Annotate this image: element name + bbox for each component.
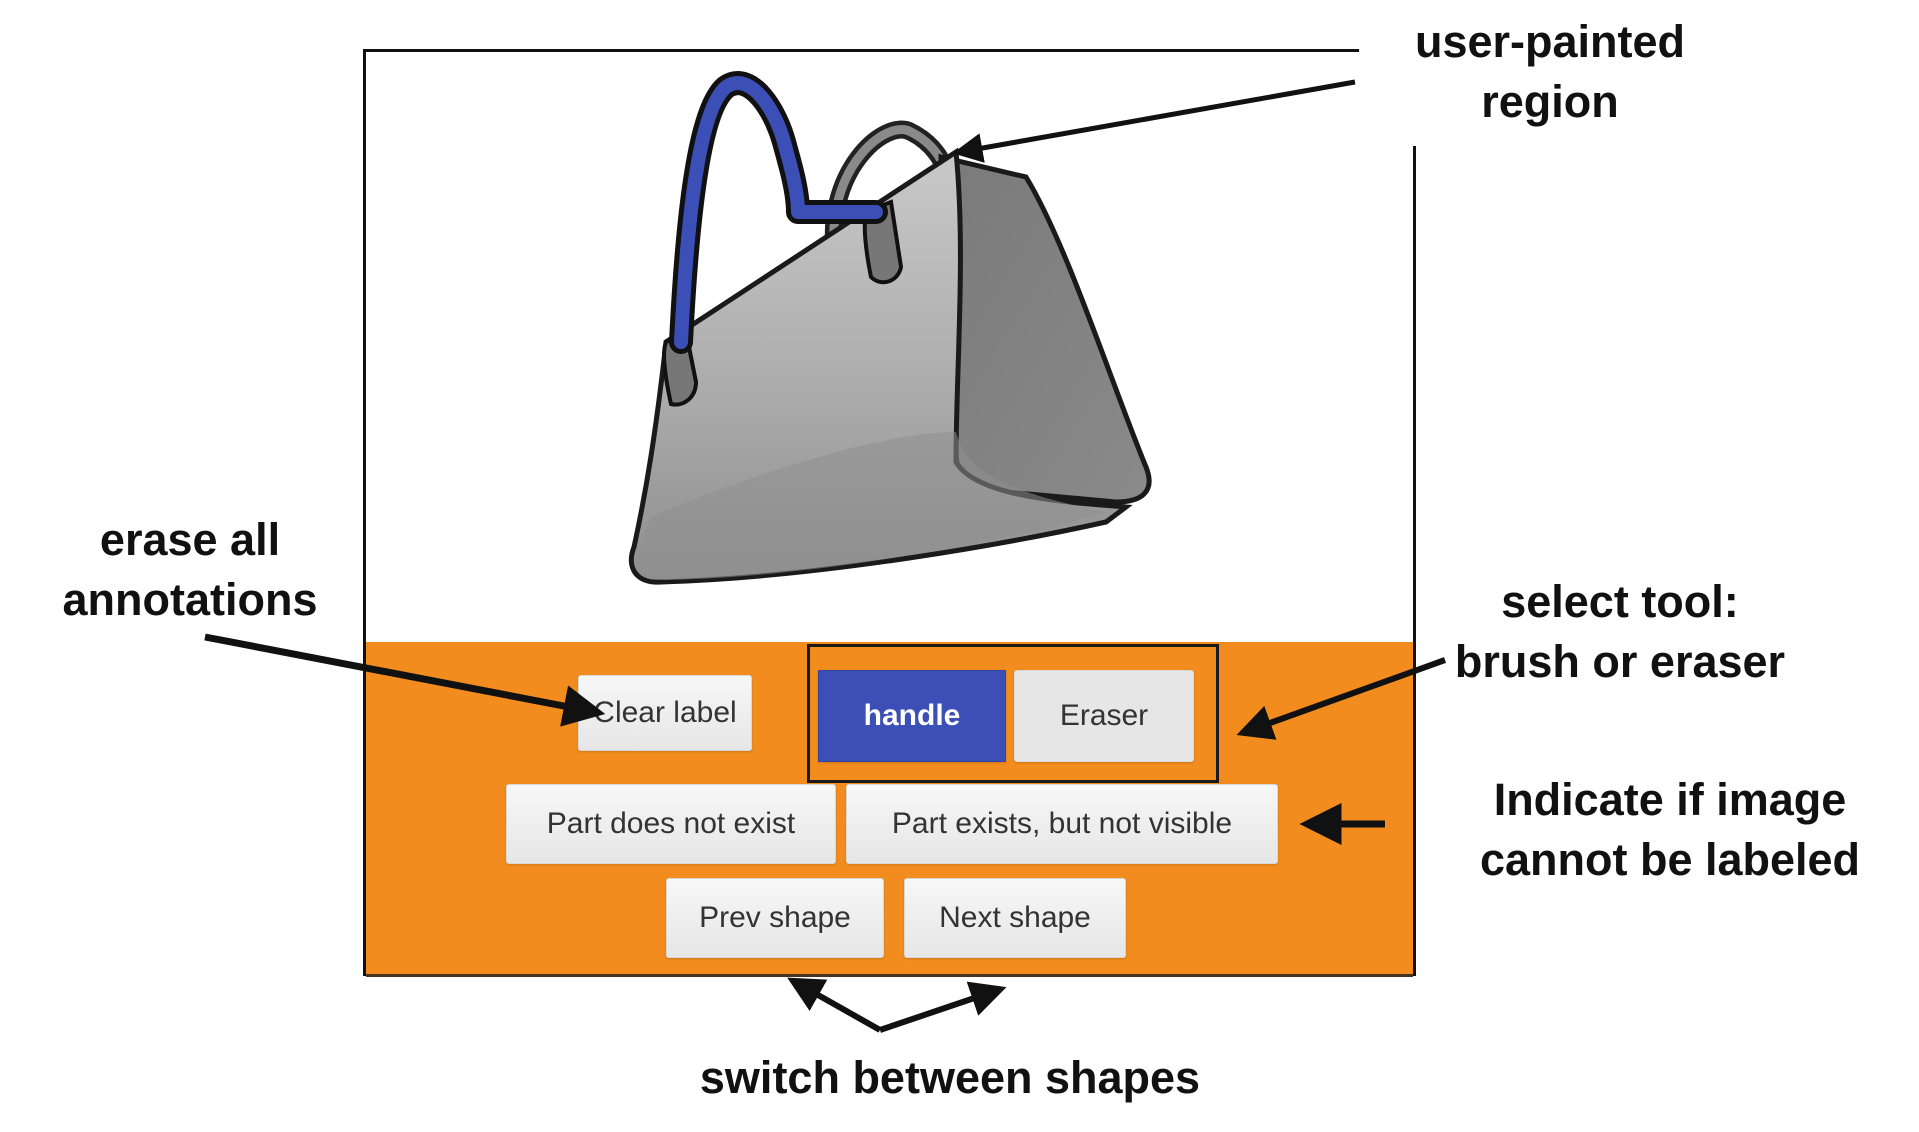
clear-label-button[interactable]: Clear label xyxy=(578,675,752,751)
tool-selector: handle Eraser xyxy=(807,644,1219,783)
callout-line: region xyxy=(1481,76,1619,127)
callout-line: Indicate if image xyxy=(1493,774,1847,825)
callout-line: brush or eraser xyxy=(1454,636,1786,687)
callout-line: cannot be labeled xyxy=(1479,834,1861,885)
arrow-next-shape xyxy=(879,981,1007,1033)
bag-side-panel xyxy=(938,153,1152,505)
canvas-frame-right xyxy=(1413,146,1416,976)
arrow-prev-shape xyxy=(787,977,882,1033)
canvas-frame-top xyxy=(363,49,1359,52)
part-does-not-exist-button[interactable]: Part does not exist xyxy=(506,784,836,864)
handbag-image xyxy=(628,71,1152,585)
annotation-canvas[interactable] xyxy=(366,52,1413,642)
callout-line: annotations xyxy=(62,574,318,625)
control-panel: Clear label handle Eraser Part does not … xyxy=(366,642,1413,977)
callout-erase-all: erase all annotations xyxy=(20,510,360,630)
next-shape-button[interactable]: Next shape xyxy=(904,878,1126,958)
callout-line: user-painted xyxy=(1414,16,1686,67)
callout-line: erase all xyxy=(99,514,281,565)
callout-painted-region: user-painted region xyxy=(1380,12,1720,132)
prev-shape-button[interactable]: Prev shape xyxy=(666,878,884,958)
callout-cannot-label: Indicate if image cannot be labeled xyxy=(1440,770,1900,890)
eraser-tool-button[interactable]: Eraser xyxy=(1014,670,1194,762)
bag-front-panel xyxy=(628,147,1133,585)
part-not-visible-button[interactable]: Part exists, but not visible xyxy=(846,784,1278,864)
callout-switch-shapes: switch between shapes xyxy=(699,1052,1201,1103)
canvas-frame-left xyxy=(363,49,366,976)
brush-tool-button[interactable]: handle xyxy=(818,670,1006,762)
callout-line: select tool: xyxy=(1501,576,1739,627)
callout-select-tool: select tool: brush or eraser xyxy=(1420,572,1820,692)
